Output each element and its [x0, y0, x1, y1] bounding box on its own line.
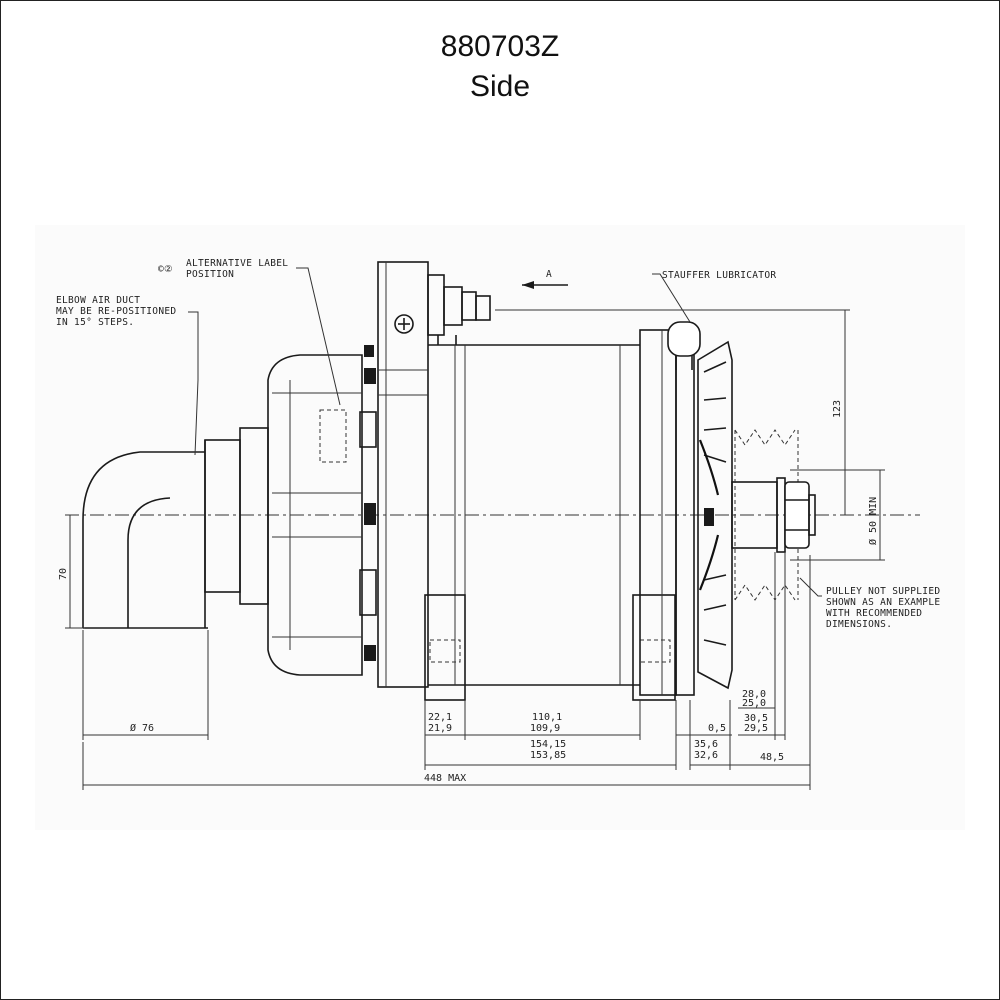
dim-154-15: 154,15 — [530, 739, 566, 750]
dim-21-9: 21,9 — [428, 723, 452, 734]
pulley-note-line-2: SHOWN AS AN EXAMPLE — [826, 597, 940, 608]
label-note-line-1: ALTERNATIVE LABEL — [186, 258, 288, 269]
pulley-and-shaft — [731, 429, 816, 601]
elbow-note-line-1: ELBOW AIR DUCT — [56, 295, 140, 306]
dim-123: 123 — [832, 400, 843, 418]
elbow-note-line-2: MAY BE RE-POSITIONED — [56, 306, 176, 317]
elbow-air-duct — [82, 427, 269, 629]
dim-448-max: 448 MAX — [424, 773, 466, 784]
dim-28-0: 28,0 — [742, 689, 766, 700]
mounting-foot-right — [632, 594, 676, 701]
terminal-stud — [427, 274, 491, 345]
view-arrow-a: A — [522, 269, 568, 289]
stauffer-lubricator — [667, 321, 701, 357]
drive-end-housing — [639, 321, 701, 696]
alternative-label-position-box — [319, 409, 347, 463]
pulley-note-line-1: PULLEY NOT SUPPLIED — [826, 586, 940, 597]
terminal-plus-symbol — [394, 314, 414, 334]
view-name-title: Side — [469, 70, 531, 103]
label-position-symbol: ©② — [158, 264, 173, 275]
label-note-line-2: POSITION — [186, 269, 234, 280]
dim-diameter-76: Ø 76 — [130, 722, 154, 734]
dim-70: 70 — [58, 568, 69, 580]
rear-end-housing — [267, 345, 377, 676]
mounting-flange — [377, 261, 429, 688]
stator-body — [424, 344, 676, 701]
dim-110-1: 110,1 — [532, 712, 562, 723]
mounting-foot-left — [424, 594, 466, 701]
stauffer-lubricator-label: STAUFFER LUBRICATOR — [662, 270, 776, 281]
dim-25-0: 25,0 — [742, 698, 766, 709]
dim-22-1: 22,1 — [428, 712, 452, 723]
dim-48-5: 48,5 — [760, 752, 784, 763]
part-number-title: 880703Z — [440, 30, 560, 63]
elbow-note-line-3: IN 15° STEPS. — [56, 317, 134, 328]
dim-153-85: 153,85 — [530, 750, 566, 761]
pulley-note-line-3: WITH RECOMMENDED — [826, 608, 922, 619]
dim-29-5: 29,5 — [744, 723, 768, 734]
dim-109-9: 109,9 — [530, 723, 560, 734]
dim-0-5: 0,5 — [708, 723, 726, 734]
dim-diameter-50-min: Ø 50 MIN — [867, 497, 879, 545]
pulley-note-line-4: DIMENSIONS. — [826, 619, 892, 630]
leader-lines — [188, 267, 822, 597]
dim-32-6: 32,6 — [694, 750, 718, 761]
dim-35-6: 35,6 — [694, 739, 718, 750]
arrow-a-label: A — [546, 269, 552, 280]
dimension-lines — [65, 309, 885, 790]
dim-30-5: 30,5 — [744, 713, 768, 724]
cooling-fan — [697, 340, 733, 690]
